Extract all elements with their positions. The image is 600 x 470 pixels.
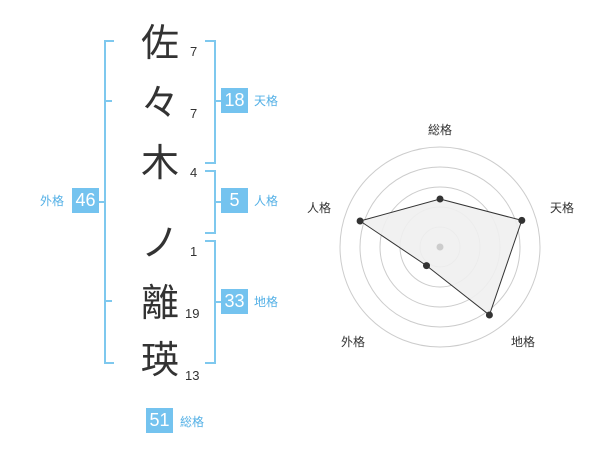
radar-ring-4 xyxy=(359,166,521,328)
chikaku-badge: 33 xyxy=(221,289,248,314)
tenkaku-label: 天格 xyxy=(254,94,279,108)
name-char-1: 佐 xyxy=(140,21,179,65)
gaikaku-badge: 46 xyxy=(72,188,99,213)
radar-point-5 xyxy=(356,217,364,225)
name-char-4: ノ xyxy=(140,221,179,265)
stroke-count-1: 7 xyxy=(190,44,198,59)
radar-label-gaikaku: 外格 xyxy=(341,335,366,349)
jinkaku-label: 人格 xyxy=(254,194,279,208)
chikaku-connector xyxy=(214,301,222,303)
name-char-3: 木 xyxy=(140,141,179,185)
name-char-2: 々 xyxy=(140,81,179,125)
radar-label-soukaku: 総格 xyxy=(428,123,453,137)
jinkaku-badge: 5 xyxy=(221,188,248,213)
gaikaku-label: 外格 xyxy=(40,194,65,208)
stroke-count-2: 7 xyxy=(190,106,198,121)
soukaku-label: 総格 xyxy=(180,415,205,429)
stroke-count-3: 4 xyxy=(190,165,198,180)
name-char-5: 離 xyxy=(140,281,179,325)
radar-point-2 xyxy=(518,216,526,224)
radar-polygon xyxy=(358,198,523,316)
tenkaku-bracket xyxy=(205,40,216,164)
jinkaku-connector xyxy=(214,201,222,203)
radar-point-4 xyxy=(423,262,430,270)
stroke-count-4: 1 xyxy=(190,244,198,259)
gaikaku-bracket xyxy=(104,40,114,364)
radar-label-chikaku: 地格 xyxy=(511,335,536,349)
radar-point-1 xyxy=(436,195,444,203)
gaikaku-tick-top xyxy=(104,100,112,102)
chikaku-label: 地格 xyxy=(254,295,279,309)
radar-center xyxy=(436,243,444,251)
tenkaku-badge: 18 xyxy=(221,88,248,113)
gaikaku-connector xyxy=(98,201,104,203)
name-char-6: 瑛 xyxy=(140,338,179,382)
radar-ring-5 xyxy=(339,146,541,348)
soukaku-badge: 51 xyxy=(146,408,173,433)
stroke-count-5: 19 xyxy=(185,306,200,321)
radar-point-3 xyxy=(485,311,493,319)
radar-label-jinkaku: 人格 xyxy=(307,201,332,215)
stroke-count-6: 13 xyxy=(185,368,200,383)
radar-label-tenkaku: 天格 xyxy=(550,201,575,215)
tenkaku-connector xyxy=(214,100,222,102)
gaikaku-tick-bottom xyxy=(104,300,112,302)
